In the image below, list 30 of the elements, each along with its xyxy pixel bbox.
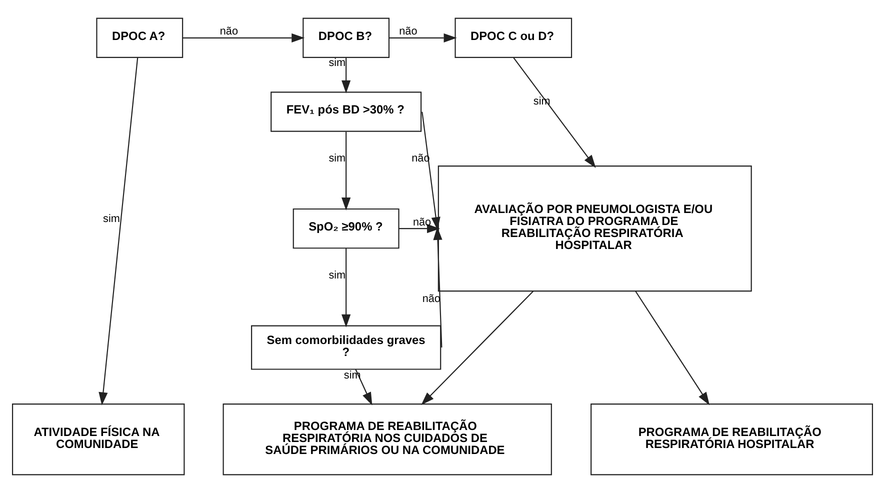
node-box: AVALIAÇÃO POR PNEUMOLOGISTA E/OU FISIATRA DO PROGRAMA DE REABILITAÇÃO RESPIRATÓRIA HOSPITALAR [438, 166, 752, 292]
arrow [512, 57, 596, 168]
node-box: PROGRAMA DE REABILITAÇÃO RESPIRATÓRIA HOSPITALAR [590, 404, 873, 476]
arrow [433, 226, 442, 348]
arrow [182, 33, 305, 42]
edge-label: sim [103, 212, 120, 225]
node-box: Sem comorbilidades graves ? [251, 325, 442, 370]
edge-label: não [220, 26, 238, 38]
arrow [398, 224, 440, 234]
node-box: DPOC C ou D? [454, 18, 572, 58]
node-box: PROGRAMA DE REABILITAÇÃO RESPIRATÓRIA NOS CUIDADOS DE SAÚDE PRIMÁRIOS OU NA COMUNIDADE [222, 404, 552, 476]
arrow [389, 33, 457, 42]
edge-label: sim [328, 57, 346, 70]
arrow [422, 112, 440, 230]
arrow [342, 132, 351, 211]
arrow [355, 369, 372, 406]
edge-label: sim [328, 269, 346, 282]
arrow [635, 290, 710, 406]
arrow [342, 248, 351, 328]
node-box: DPOC A? [96, 18, 184, 58]
node-box: DPOC B? [302, 18, 390, 58]
arrow [421, 290, 534, 406]
arrow [98, 57, 138, 406]
edge-label: sim [328, 152, 346, 165]
arrow [342, 58, 351, 94]
edge-label: não [412, 216, 432, 228]
node-box: ATIVIDADE FÍSICA NA COMUNIDADE [12, 404, 185, 476]
node-box: FEV₁ pós BD >30% ? [270, 92, 422, 132]
node-box: SpO₂ ≥90% ? [292, 208, 400, 249]
edge-label: não [399, 26, 418, 38]
